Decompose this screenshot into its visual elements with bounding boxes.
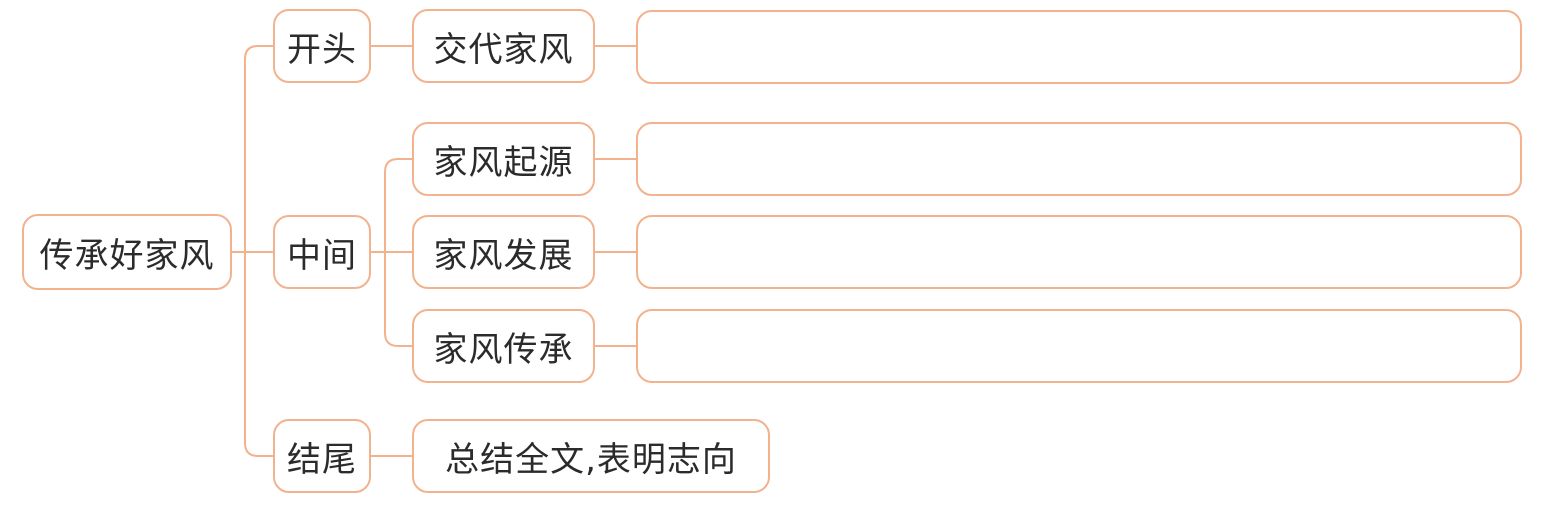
item-node-fazhan: 家风发展 (412, 215, 595, 289)
section-node-kaitou: 开头 (273, 9, 371, 83)
item-label: 家风发展 (433, 235, 574, 276)
item-label: 家风传承 (433, 329, 574, 370)
section-node-zhongjian: 中间 (273, 215, 371, 289)
section-label: 结尾 (287, 439, 357, 480)
item-node-qiyuan: 家风起源 (412, 122, 595, 196)
answer-blank-qiyuan[interactable] (636, 122, 1522, 196)
item-label: 家风起源 (433, 142, 574, 183)
answer-blank-jiaodai[interactable] (636, 10, 1522, 84)
item-node-chuancheng: 家风传承 (412, 309, 595, 383)
connector-spine (244, 45, 273, 457)
item-label: 交代家风 (433, 29, 574, 70)
answer-blank-chuancheng[interactable] (636, 309, 1522, 383)
item-label: 总结全文,表明志向 (445, 439, 737, 480)
item-node-zongjie: 总结全文,表明志向 (412, 419, 770, 493)
section-node-jiewei: 结尾 (273, 419, 371, 493)
root-node: 传承好家风 (22, 214, 232, 290)
item-node-jiaodai: 交代家风 (412, 9, 595, 83)
answer-blank-fazhan[interactable] (636, 215, 1522, 289)
section-label: 开头 (287, 29, 357, 70)
root-label: 传承好家风 (39, 235, 215, 276)
section-label: 中间 (287, 235, 357, 276)
connector-zhongjian-spine (384, 158, 412, 347)
